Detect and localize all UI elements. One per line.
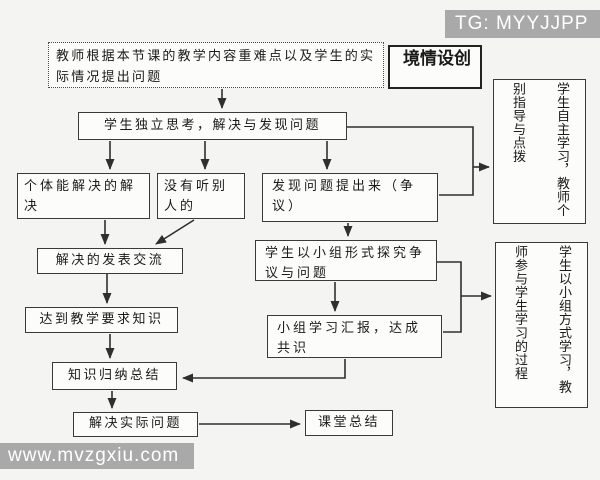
node-class-summary: 课堂总结 bbox=[305, 410, 393, 436]
node-teacher-problem: 教师根据本节课的教学内容重难点以及学生的实际情况提出问题 bbox=[48, 42, 384, 88]
watermark-bottom-text: www.mvzgxiu.com bbox=[8, 445, 180, 466]
node-group-report: 小组学习汇报，达成共识 bbox=[267, 315, 442, 358]
node-knowledge-summary: 知识归纳总结 bbox=[52, 362, 177, 390]
node-group-explore: 学生以小组形式探究争议与问题 bbox=[255, 240, 437, 281]
arrow-listen-to-share bbox=[155, 219, 195, 245]
node-situation-creation: 创设 情境 bbox=[388, 45, 482, 89]
node-individual-solve: 个体能解决的解决 bbox=[17, 173, 150, 219]
node-discover-issue-label: 发现问题提出来（争议） bbox=[272, 179, 417, 215]
node-group-report-label: 小组学习汇报，达成共识 bbox=[277, 321, 422, 357]
node-independent-think: 学生独立思考，解决与发现问题 bbox=[78, 112, 347, 140]
node-teacher-problem-label: 教师根据本节课的教学内容重难点以及学生的实际情况提出问题 bbox=[56, 49, 376, 85]
watermark-top-text: TG: MYYJJPP bbox=[455, 13, 589, 34]
line-think-discover-join bbox=[347, 126, 474, 196]
watermark-top: TG: MYYJJPP bbox=[445, 10, 600, 38]
node-group-explore-label: 学生以小组形式探究争议与问题 bbox=[265, 246, 426, 282]
watermark-bottom: www.mvzgxiu.com bbox=[0, 443, 194, 469]
node-solve-practical: 解决实际问题 bbox=[73, 412, 198, 437]
situation-left-column: 情境 bbox=[399, 49, 436, 68]
node-class-summary-label: 课堂总结 bbox=[317, 414, 380, 430]
node-side-note-self-study: 学生自主学习，教师个别指导与点拨 bbox=[493, 79, 586, 224]
node-reach-requirement-label: 达到教学要求知识 bbox=[39, 311, 164, 327]
node-share-exchange: 解决的发表交流 bbox=[37, 248, 183, 274]
node-share-exchange-label: 解决的发表交流 bbox=[55, 252, 165, 268]
node-listen-others-label: 没有听别人的 bbox=[164, 179, 229, 215]
node-solve-practical-label: 解决实际问题 bbox=[88, 416, 182, 432]
arrow-report-to-summary bbox=[182, 359, 346, 383]
node-side-note-group-study: 学生以小组方式学习，教师参与学生学习的过程 bbox=[495, 242, 588, 408]
node-reach-requirement: 达到教学要求知识 bbox=[25, 307, 178, 333]
node-knowledge-summary-label: 知识归纳总结 bbox=[67, 367, 161, 383]
node-independent-think-label: 学生独立思考，解决与发现问题 bbox=[103, 117, 321, 133]
situation-right-column: 创设 bbox=[433, 49, 470, 68]
node-listen-others: 没有听别人的 bbox=[157, 173, 245, 219]
node-discover-issue: 发现问题提出来（争议） bbox=[262, 173, 438, 222]
line-explore-report-join bbox=[437, 261, 462, 333]
node-individual-solve-label: 个体能解决的解决 bbox=[24, 179, 137, 215]
